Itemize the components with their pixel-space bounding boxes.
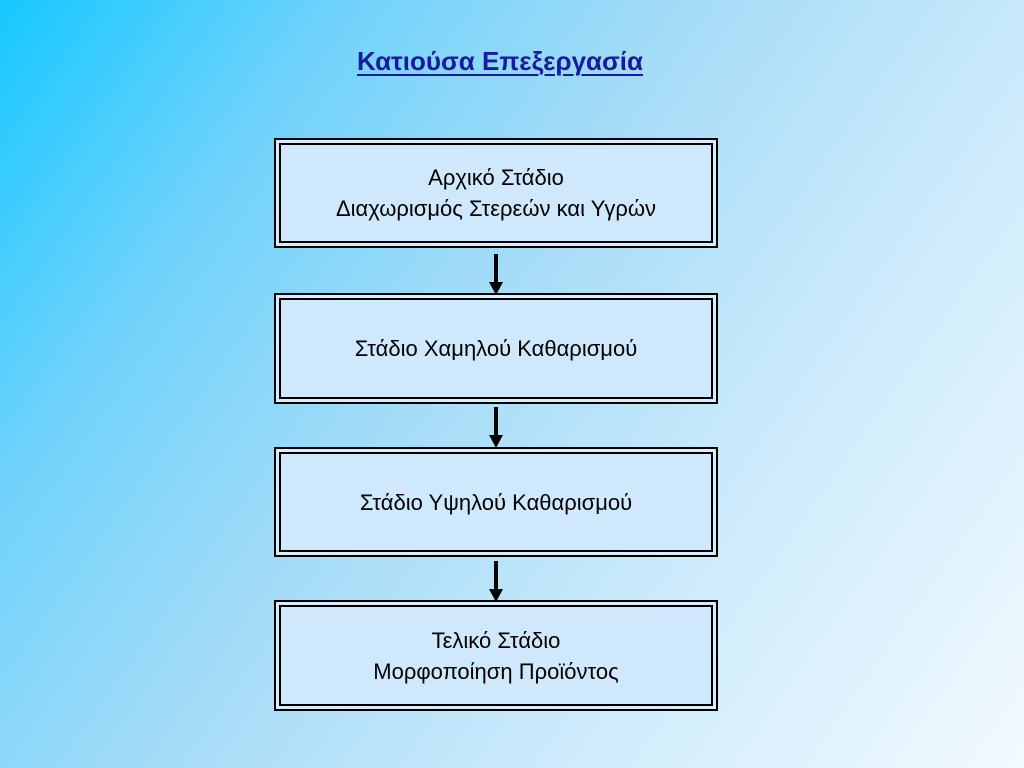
stage-box-initial-inner: Αρχικό Στάδιο Διαχωρισμός Στερεών και Υγ… — [279, 143, 713, 243]
stage-initial-subtitle: Διαχωρισμός Στερεών και Υγρών — [335, 196, 657, 221]
flow-arrow-2 — [486, 407, 506, 449]
flow-arrow-3 — [486, 561, 506, 603]
stage-box-high-purification-inner: Στάδιο Υψηλού Καθαρισμού — [279, 452, 713, 552]
stage-box-final: Τελικό Στάδιο Μορφοποίηση Προϊόντος — [274, 600, 718, 711]
stage-box-initial: Αρχικό Στάδιο Διαχωρισμός Στερεών και Υγ… — [274, 138, 718, 248]
diagram-title: Κατιούσα Επεξεργασία — [356, 46, 644, 76]
stage-low-purification-title: Στάδιο Χαμηλού Καθαρισμού — [354, 336, 638, 361]
stage-final-title: Τελικό Στάδιο — [431, 627, 561, 653]
stage-high-purification-title: Στάδιο Υψηλού Καθαρισμού — [359, 489, 633, 515]
stage-box-high-purification: Στάδιο Υψηλού Καθαρισμού — [274, 447, 718, 557]
stage-box-low-purification-inner: Στάδιο Χαμηλού Καθαρισμού — [279, 298, 713, 399]
flow-arrow-1 — [486, 254, 506, 296]
stage-final-subtitle: Μορφοποίηση Προϊόντος — [373, 658, 619, 684]
stage-box-final-inner: Τελικό Στάδιο Μορφοποίηση Προϊόντος — [279, 605, 713, 706]
stage-initial-title: Αρχικό Στάδιο — [428, 165, 564, 190]
stage-box-low-purification: Στάδιο Χαμηλού Καθαρισμού — [274, 293, 718, 404]
